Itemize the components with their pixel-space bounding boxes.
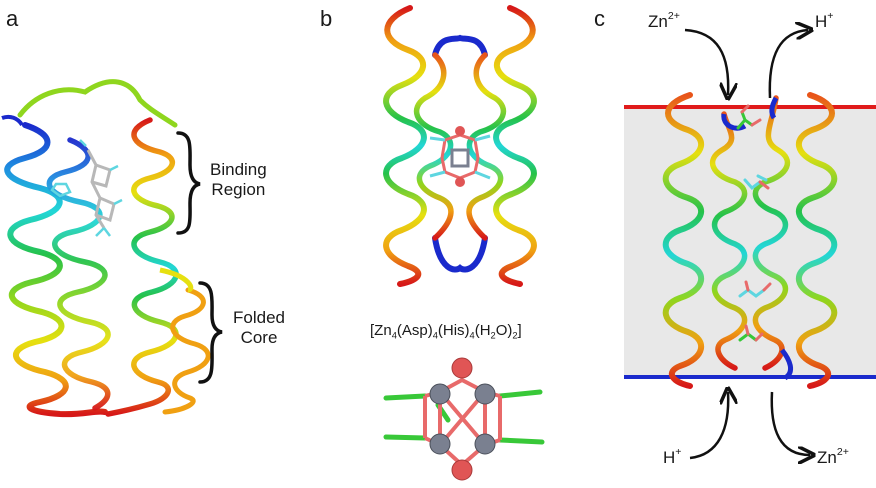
binding-region-label: Binding Region: [210, 160, 267, 199]
ion-symbol: H: [815, 12, 828, 31]
zinc-atom-icon: [429, 433, 451, 455]
curved-arrow-icon: [684, 30, 810, 458]
formula-subscript: 2: [490, 330, 496, 341]
zinc-atom-icon: [474, 383, 496, 405]
panel-b-structure: [383, 5, 537, 287]
panel-c-letter: c: [594, 6, 605, 31]
ion-charge: 2+: [667, 10, 680, 23]
formula-subscript: 4: [469, 330, 475, 341]
folded-core-line-2: Core: [240, 327, 278, 347]
zinc-cluster-formula: [Zn4(Asp)4(His)4(H2O)2]: [370, 322, 522, 341]
formula-part: O): [495, 322, 513, 339]
formula-part: (His): [437, 322, 470, 339]
proton-in-label: H+: [663, 446, 682, 468]
panel-a-structure: [1, 79, 211, 418]
oxygen-atom-icon: [451, 459, 473, 481]
ion-charge: +: [675, 446, 682, 459]
panel-b-letter: b: [320, 6, 333, 31]
folded-core-line-1: Folded: [233, 308, 285, 327]
proton-out-label: H+: [815, 10, 834, 32]
ion-symbol: H: [663, 448, 676, 467]
binding-region-line-1: Binding: [210, 160, 267, 179]
zinc-atom-icon: [474, 433, 496, 455]
formula-part: [Zn: [370, 322, 392, 339]
formula-part: (H: [474, 322, 491, 339]
zinc-in-label: Zn2+: [648, 10, 680, 32]
formula-part: (Asp): [396, 322, 433, 339]
ion-symbol: Zn: [817, 448, 837, 467]
formula-subscript: 4: [391, 330, 397, 341]
zinc-atom-icon: [429, 383, 451, 405]
oxygen-atom-icon: [451, 357, 473, 379]
curly-brace-icon: [176, 131, 223, 384]
formula-subscript: 2: [512, 330, 518, 341]
formula-part: ]: [517, 322, 522, 339]
folded-core-label: Folded Core: [233, 308, 285, 347]
panel-c-structure: [662, 92, 838, 389]
binding-region-line-2: Region: [211, 179, 266, 199]
ion-symbol: Zn: [648, 12, 668, 31]
ion-charge: 2+: [836, 446, 849, 459]
zinc-cluster-model: [383, 357, 545, 481]
zinc-out-label: Zn2+: [817, 446, 849, 468]
ion-charge: +: [827, 10, 834, 23]
panel-a-letter: a: [6, 6, 19, 31]
formula-subscript: 4: [432, 330, 438, 341]
